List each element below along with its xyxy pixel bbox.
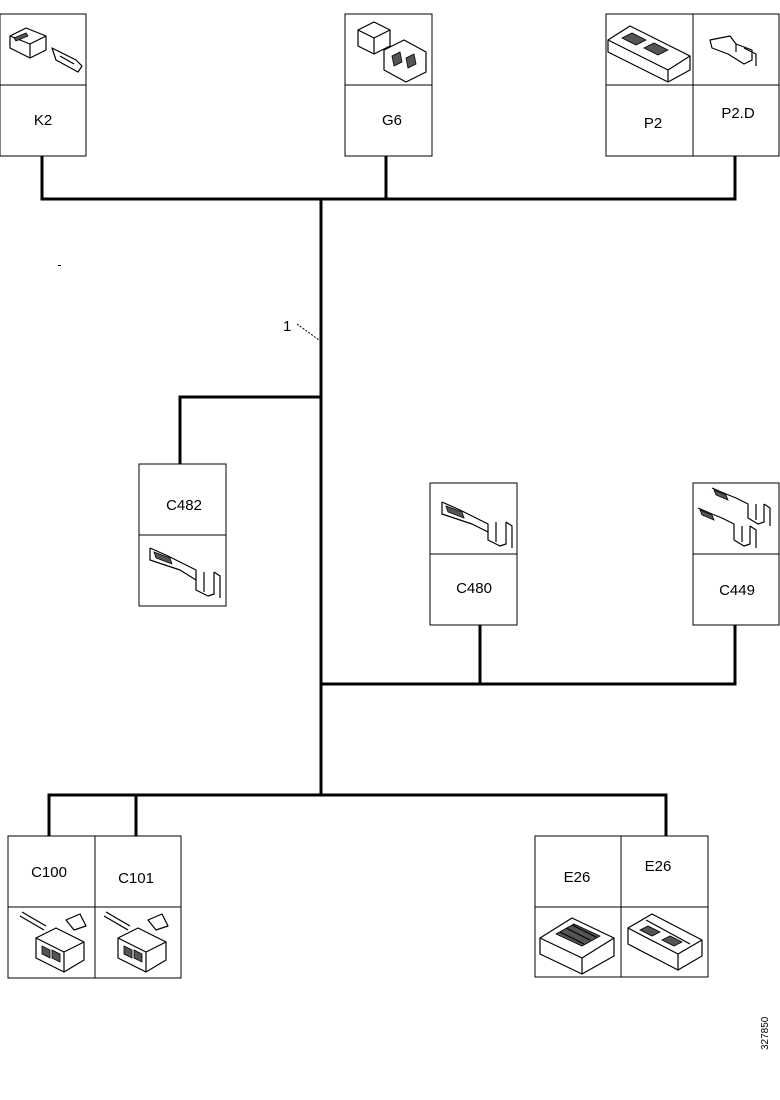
g6-connector-icon (357, 21, 427, 83)
c101-connector-icon (103, 911, 169, 973)
stray-mark (58, 265, 61, 266)
connector-e26-right[interactable]: E26 (620, 835, 709, 978)
c482-label: C482 (166, 497, 202, 514)
e26-right-connector-icon (627, 913, 703, 971)
c449-terminal-icon (697, 487, 771, 548)
connector-c101[interactable]: C101 (94, 835, 182, 979)
figure-reference: 327850 (760, 1016, 771, 1050)
connector-c480[interactable]: C480 (429, 482, 518, 626)
c482-terminal-icon (149, 547, 221, 598)
g6-label: G6 (382, 112, 402, 129)
harness-wiring (40, 154, 737, 838)
harness-callout-number: 1 (283, 318, 291, 335)
p2d-terminal-icon (709, 35, 757, 66)
p2d-label: P2.D (721, 105, 755, 122)
connector-c449[interactable]: C449 (692, 482, 780, 626)
c480-label: C480 (456, 580, 492, 597)
k2-connector-icon (9, 27, 83, 73)
c449-label: C449 (719, 582, 755, 599)
e26-left-connector-icon (539, 917, 615, 975)
e26-left-label: E26 (564, 869, 591, 886)
k2-label: K2 (34, 112, 52, 129)
harness-callout: 1 (283, 318, 320, 341)
callout-leader-line (296, 323, 320, 341)
connector-p2[interactable]: P2 (605, 13, 694, 157)
p2-label: P2 (644, 115, 662, 132)
connector-p2d[interactable]: P2.D (692, 13, 780, 157)
e26-right-label: E26 (645, 858, 672, 875)
c480-terminal-icon (441, 501, 513, 548)
c100-label: C100 (31, 864, 67, 881)
connector-g6[interactable]: G6 (344, 13, 433, 157)
c101-label: C101 (118, 870, 154, 887)
connector-c100[interactable]: C100 (7, 835, 96, 979)
c100-connector-icon (19, 911, 87, 973)
connector-k2[interactable]: K2 (0, 13, 87, 157)
connector-e26-left[interactable]: E26 (534, 835, 622, 978)
p2-connector-icon (607, 25, 691, 83)
connector-c482[interactable]: C482 (138, 463, 227, 607)
